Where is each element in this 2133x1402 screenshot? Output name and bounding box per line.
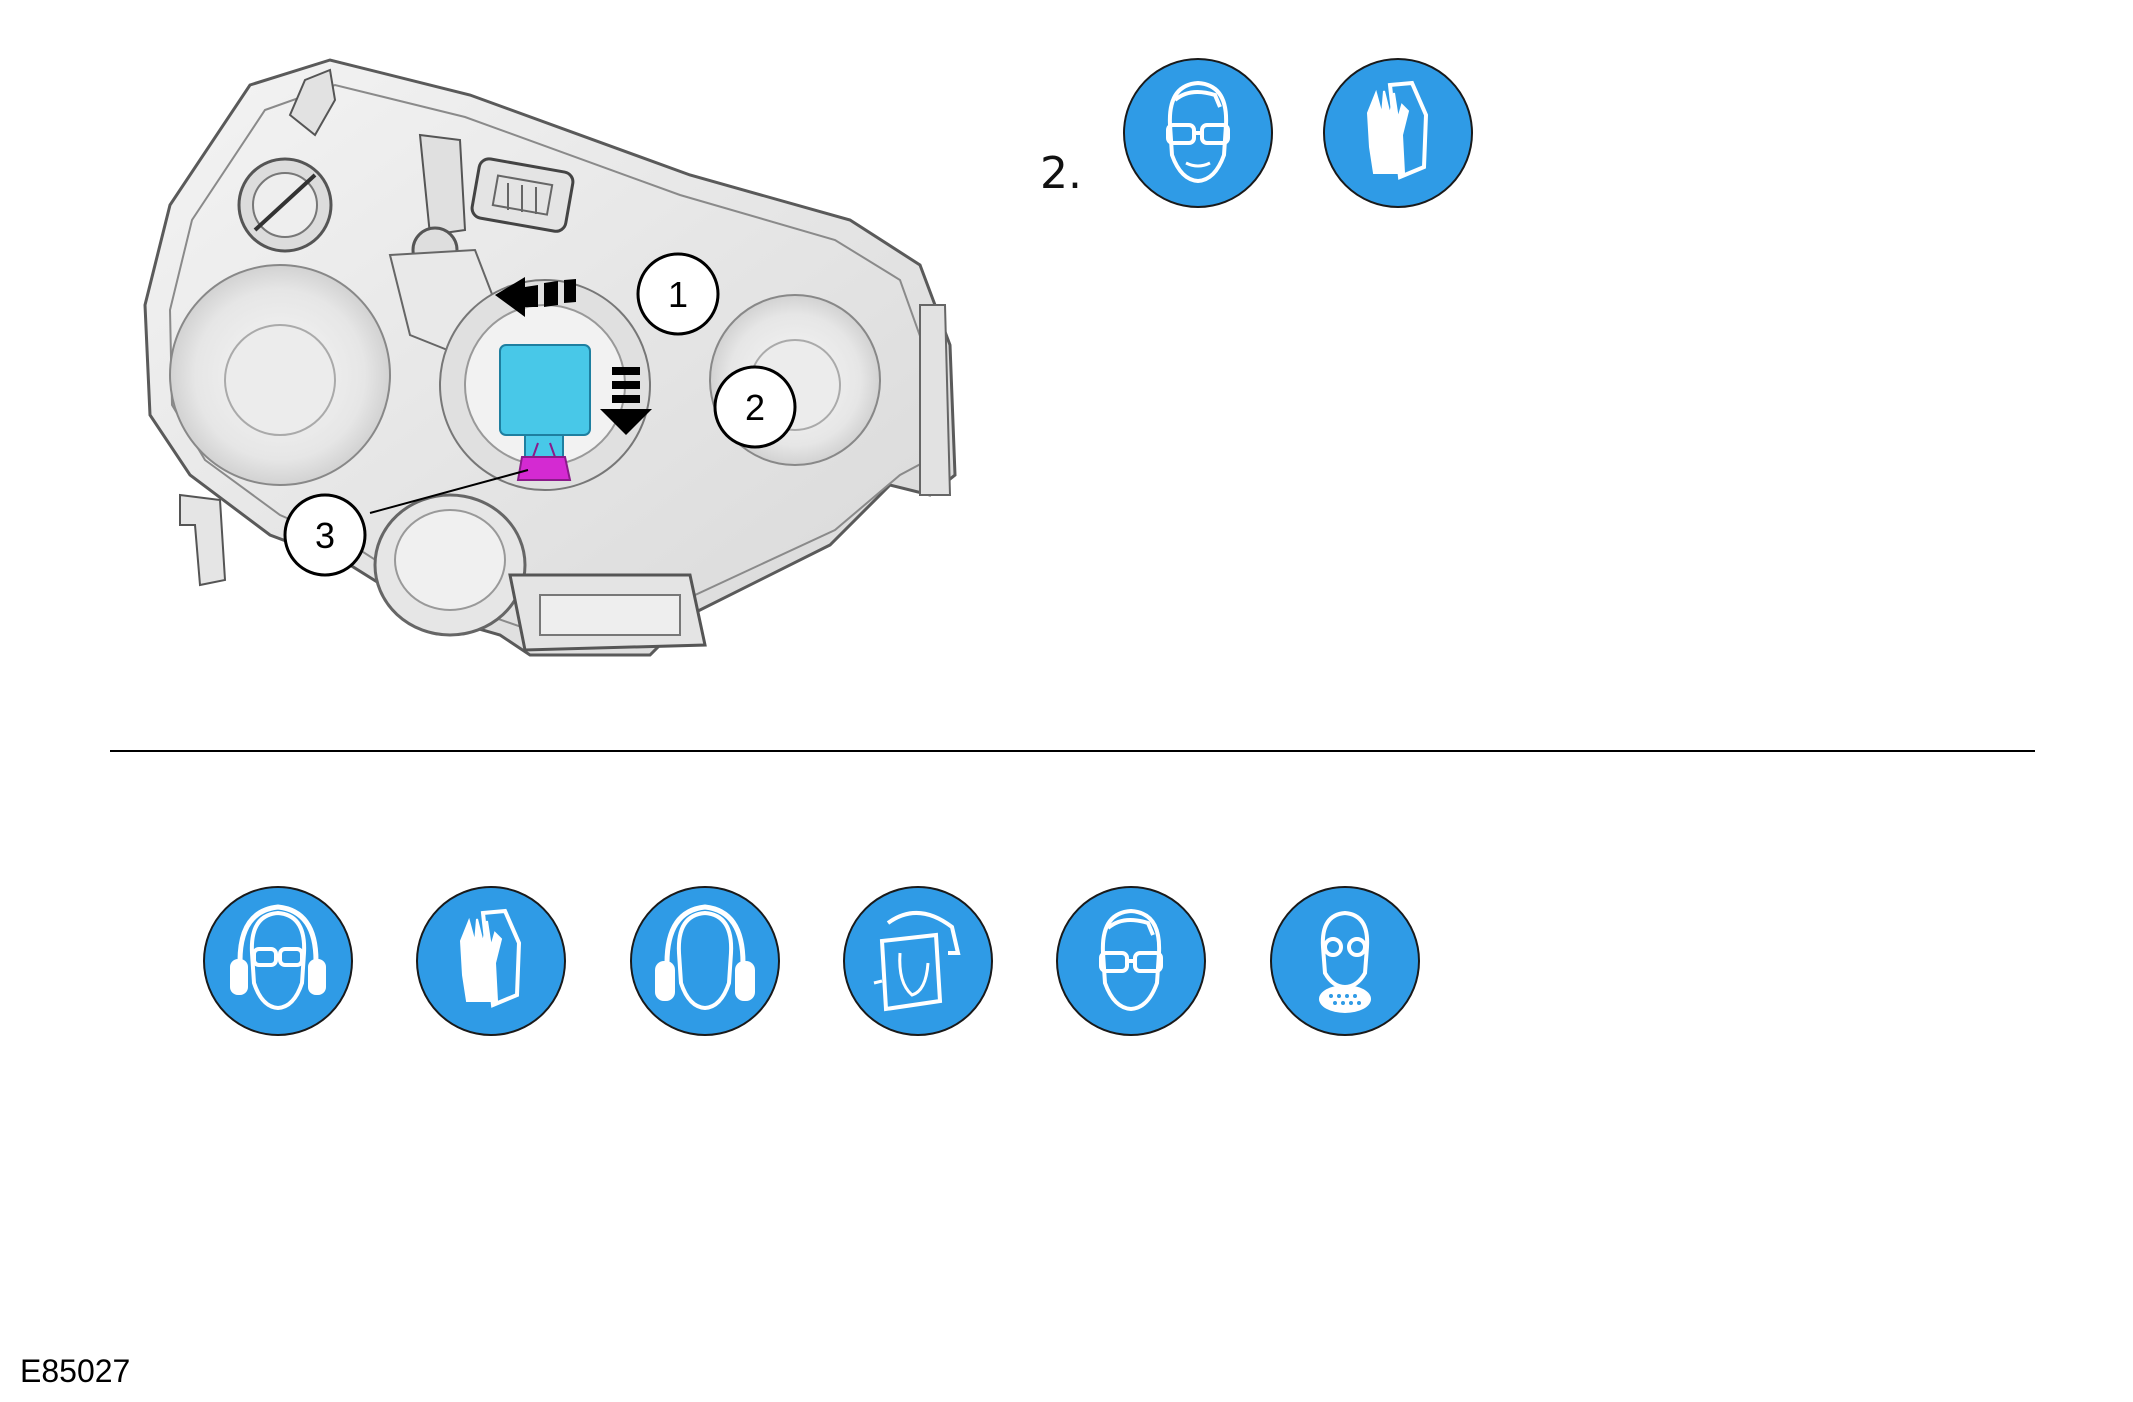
- headlamp-bulb: [499, 344, 591, 436]
- gloves-icon: [416, 886, 566, 1036]
- rotation-arrow: [495, 277, 576, 317]
- electrical-connector: [470, 157, 575, 233]
- callout-2: 2: [713, 365, 797, 449]
- respirator-icon: [1270, 886, 1420, 1036]
- face-shield-icon: [843, 886, 993, 1036]
- bulb-retaining-clip: [516, 456, 572, 481]
- svg-text:2: 2: [745, 387, 765, 428]
- gloves-icon: [1323, 58, 1473, 208]
- headlamp-illustration: 1 2 3: [143, 58, 957, 657]
- callout-3: 3: [283, 469, 529, 577]
- goggles-ear-defenders-icon: [203, 886, 353, 1036]
- step-number: 2.: [1040, 148, 1082, 199]
- pull-down-arrow: [600, 367, 652, 435]
- svg-text:3: 3: [315, 515, 335, 556]
- safety-glasses-icon: [1056, 886, 1206, 1036]
- safety-glasses-icon: [1123, 58, 1273, 208]
- svg-text:1: 1: [668, 274, 688, 315]
- ear-defenders-icon: [630, 886, 780, 1036]
- figure-reference: E85027: [20, 1353, 131, 1389]
- callout-1: 1: [636, 252, 720, 336]
- adjuster-knob: [237, 68, 337, 253]
- left-reflector: [169, 264, 391, 486]
- section-divider: [110, 750, 2035, 752]
